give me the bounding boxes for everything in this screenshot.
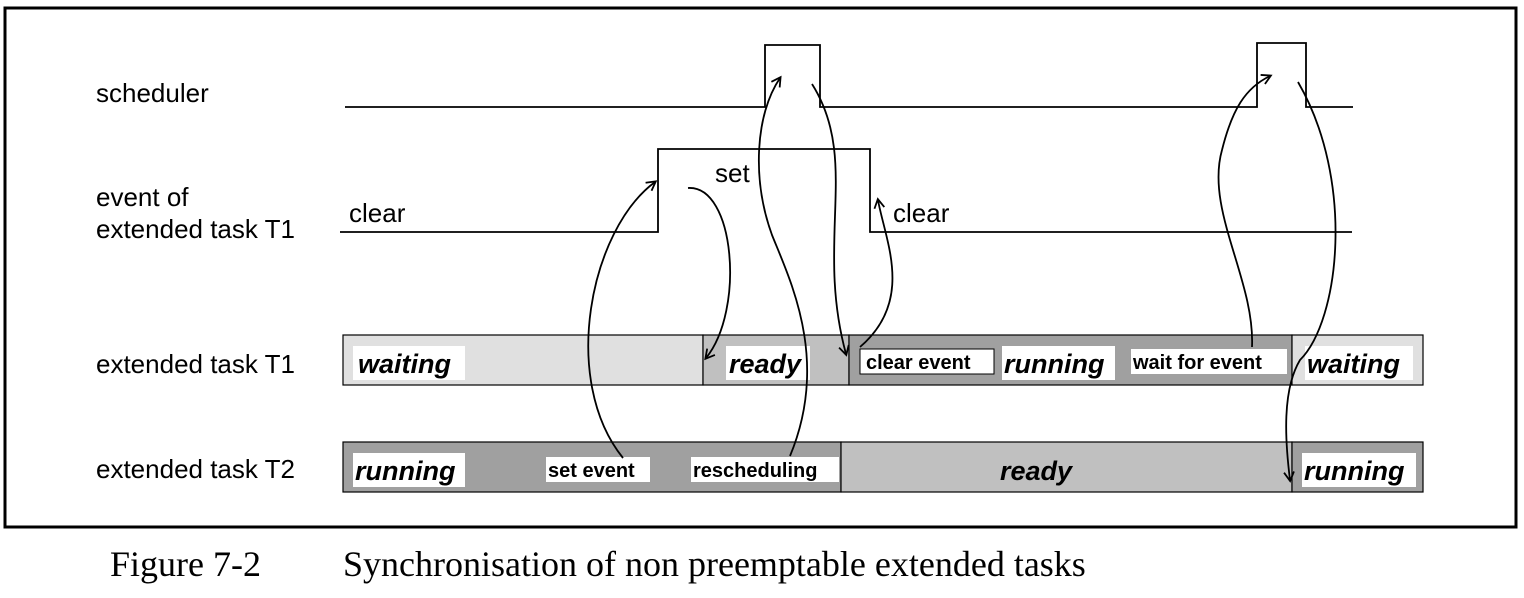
t1-waiting2-state: waiting <box>1307 349 1401 379</box>
t1-wait-for-event: wait for event <box>1132 352 1262 374</box>
event-label-line2: extended task T1 <box>96 214 295 244</box>
flow-arrows <box>587 74 1337 483</box>
arrow-clear-event-to-event <box>859 197 894 348</box>
t2-running2-state: running <box>1304 456 1405 486</box>
event-set-label: set <box>715 158 750 188</box>
task-t2-bar: running set event rescheduling ready run… <box>342 441 1424 493</box>
arrow-wait-to-scheduler <box>1217 74 1273 348</box>
diagram-frame <box>3 6 1518 529</box>
arrow-scheduler-to-t2-running <box>1283 81 1337 483</box>
t2-running-state: running <box>355 456 456 486</box>
t1-waiting-state: waiting <box>358 349 452 379</box>
scheduler-label: scheduler <box>96 78 209 108</box>
arrow-event-to-t1-ready <box>687 187 731 361</box>
t2-set-event: set event <box>548 460 635 482</box>
event-clear-right: clear <box>893 198 950 228</box>
event-signal <box>340 148 1352 233</box>
scheduler-signal <box>345 42 1353 108</box>
t2-ready-state: ready <box>1000 456 1074 486</box>
task-t1-bar: waiting ready clear event running wait f… <box>342 334 1424 386</box>
arrow-rescheduling-to-scheduler <box>758 75 809 457</box>
t1-running-state: running <box>1004 349 1105 379</box>
caption-text: Synchronisation of non preemptable exten… <box>343 544 1086 584</box>
caption-number: Figure 7-2 <box>110 544 261 584</box>
arrow-scheduler-to-t1-running <box>811 83 850 357</box>
t1-ready-state: ready <box>729 349 803 379</box>
t2-ready-segment <box>840 441 1293 493</box>
t1-clear-event: clear event <box>866 352 971 374</box>
t2-rescheduling: rescheduling <box>693 460 817 482</box>
event-clear-left: clear <box>349 198 406 228</box>
event-label-line1: event of <box>96 182 189 212</box>
task-t2-label: extended task T2 <box>96 454 295 484</box>
arrow-set-event-to-event <box>587 180 658 459</box>
task-t1-label: extended task T1 <box>96 349 295 379</box>
